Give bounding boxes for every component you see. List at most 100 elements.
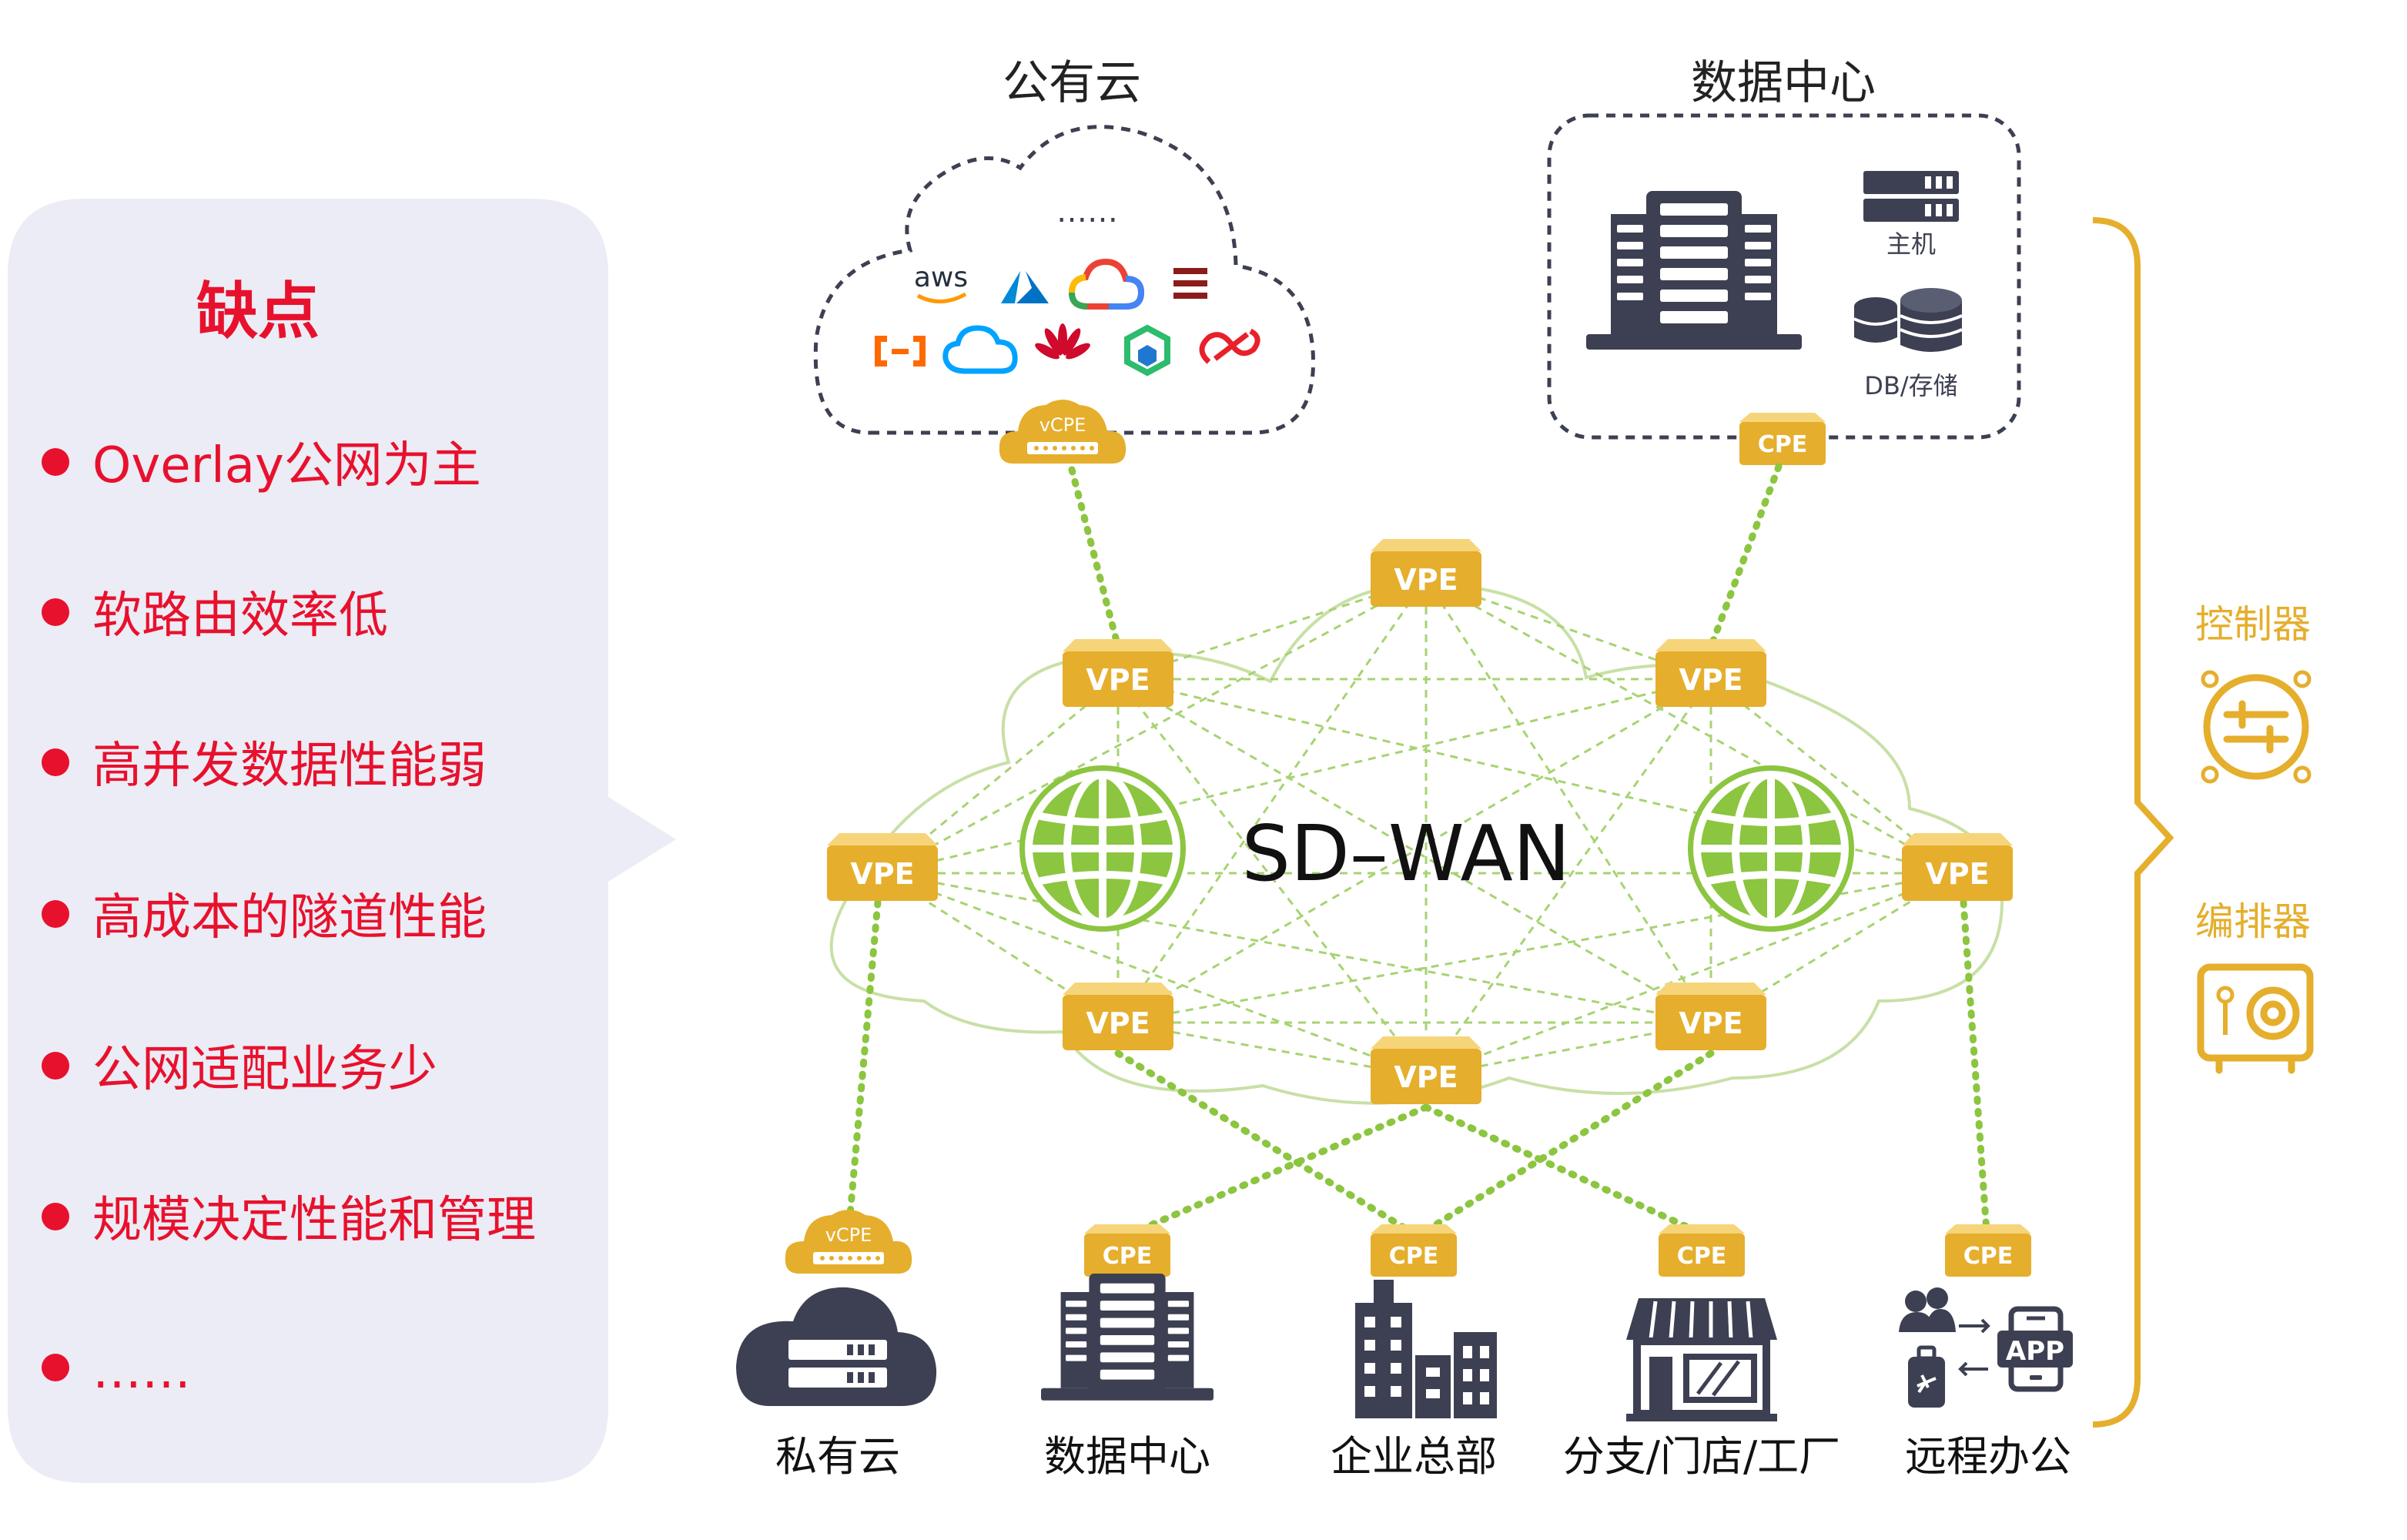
public-cloud-outline [813, 125, 1316, 435]
provider-ellipsis: …… [1056, 194, 1118, 229]
sdwan-network: SD–WAN VPE VPE VPE VPE VPE VPE VPE VPE [827, 463, 2013, 1239]
vpe-node: VPE [1371, 539, 1481, 607]
site-label: 数据中心 [1044, 1432, 1210, 1481]
aws-icon: aws [914, 262, 968, 304]
controller-icon [2201, 670, 2312, 784]
vpe-node: VPE [1902, 833, 2013, 901]
sdwan-label: SD–WAN [1241, 808, 1570, 899]
public-cloud-title: 公有云 [1003, 56, 1141, 110]
disadvantage-item: 软路由效率低 [92, 588, 388, 644]
jd-cloud-icon [1124, 324, 1170, 377]
svg-text:APP: APP [2006, 1336, 2064, 1367]
svg-text:VPE: VPE [850, 857, 914, 891]
datacenter-title: 数据中心 [1691, 56, 1876, 110]
site-label: 远程办公 [1905, 1432, 2071, 1481]
panel-bubble [8, 199, 676, 1483]
site-label: 分支/门店/工厂 [1563, 1432, 1840, 1481]
svg-text:VPE: VPE [1679, 1006, 1742, 1040]
storage-label: DB/存储 [1864, 371, 1957, 400]
luggage-icon [1908, 1345, 1945, 1408]
bullet-dot [42, 448, 69, 476]
public-cloud-vcpe: vCPE [999, 400, 1127, 464]
disadvantage-item: Overlay公网为主 [92, 437, 481, 494]
users-icon [1899, 1287, 1956, 1332]
panel-title: 缺点 [196, 276, 320, 347]
site-cpe: CPE [1945, 1224, 2031, 1277]
globe-icon [1688, 765, 1854, 932]
phone-app-icon: APP [1997, 1306, 2073, 1392]
svg-text:VPE: VPE [1925, 857, 1989, 891]
site-cpe: CPE [1659, 1224, 1745, 1277]
svg-text:CPE: CPE [1677, 1243, 1727, 1270]
disadvantage-item: …… [92, 1343, 191, 1400]
site-headquarters: CPE 企业总部 [1331, 1224, 1497, 1481]
bullet-dot [42, 1052, 69, 1080]
disadvantage-item: 高成本的隧道性能 [92, 889, 487, 946]
svg-text:vCPE: vCPE [825, 1224, 872, 1246]
svg-text:aws: aws [914, 262, 968, 293]
mesh-links [882, 578, 1958, 1078]
site-datacenter: CPE 数据中心 [1041, 1224, 1214, 1481]
svg-text:VPE: VPE [1394, 1060, 1458, 1094]
orchestrator-icon [2197, 963, 2314, 1074]
svg-text:VPE: VPE [1086, 663, 1150, 697]
access-links [846, 463, 1990, 1239]
private-cloud-icon [736, 1287, 937, 1406]
site-cpe: CPE [1084, 1224, 1170, 1277]
site-label: 企业总部 [1331, 1432, 1497, 1481]
svg-text:CPE: CPE [1963, 1243, 2014, 1270]
server-rack-icon [1586, 191, 1802, 350]
bullet-dot [42, 1354, 69, 1381]
tencent-cloud-icon [942, 325, 1018, 374]
bullet-dot [42, 748, 69, 776]
disadvantage-item: 高并发数据性能弱 [92, 738, 487, 795]
svg-text:CPE: CPE [1389, 1243, 1439, 1270]
database-icon [1853, 288, 1963, 352]
orchestrator-label: 编排器 [2195, 899, 2311, 944]
vpe-node: VPE [827, 833, 938, 901]
server-rack-icon [1041, 1274, 1214, 1401]
site-cpe: CPE [1371, 1224, 1457, 1277]
svg-text:CPE: CPE [1758, 431, 1808, 458]
vpe-node: VPE [1655, 639, 1766, 707]
datacenter-top-group: 主机 DB/存储 CPE [1547, 113, 2021, 465]
svg-text:vCPE: vCPE [1039, 414, 1086, 436]
control-plane: 控制器 编排器 [2092, 217, 2314, 1428]
bullet-dot [42, 1203, 69, 1230]
site-vcpe: vCPE [785, 1210, 912, 1274]
building-icon [1355, 1280, 1497, 1418]
disadvantage-list: Overlay公网为主 软路由效率低 高并发数据性能弱 高成本的隧道性能 公网适… [42, 437, 536, 1400]
vpe-node: VPE [1063, 639, 1173, 707]
disadvantage-item: 公网适配业务少 [92, 1041, 437, 1098]
vpe-node: VPE [1063, 983, 1173, 1050]
svg-text:VPE: VPE [1394, 563, 1458, 597]
host-label: 主机 [1886, 229, 1936, 259]
alibaba-cloud-icon [875, 336, 926, 367]
svg-text:VPE: VPE [1679, 663, 1742, 697]
vpe-node: VPE [1371, 1036, 1481, 1104]
oracle-icon [1173, 268, 1207, 299]
huawei-cloud-icon [1035, 323, 1090, 360]
svg-text:VPE: VPE [1086, 1006, 1150, 1040]
site-branch: CPE 分支/门店/工厂 [1563, 1224, 1840, 1481]
store-icon [1626, 1298, 1777, 1421]
disadvantages-panel: 缺点 Overlay公网为主 软路由效率低 高并发数据性能弱 高成本的隧道性能 … [8, 199, 676, 1483]
google-cloud-icon [1068, 258, 1145, 310]
site-label: 私有云 [775, 1432, 900, 1481]
vpe-node: VPE [1655, 983, 1766, 1050]
right-bracket [2092, 217, 2174, 1428]
ucloud-icon [1199, 328, 1260, 364]
bullet-dot [42, 900, 69, 928]
swap-arrows-icon [1958, 1318, 1990, 1377]
disadvantage-item: 规模决定性能和管理 [92, 1192, 536, 1249]
site-private-cloud: vCPE 私有云 [736, 1210, 937, 1481]
controller-label: 控制器 [2195, 602, 2311, 647]
svg-text:CPE: CPE [1103, 1243, 1153, 1270]
bullet-dot [42, 598, 69, 626]
azure-icon [1001, 271, 1049, 303]
datacenter-top-cpe: CPE [1739, 413, 1826, 465]
public-cloud-group: …… aws [813, 125, 1316, 464]
host-icon [1863, 171, 1959, 222]
globe-icon [1019, 765, 1186, 932]
site-remote-office: CPE APP 远程办公 [1899, 1224, 2073, 1481]
